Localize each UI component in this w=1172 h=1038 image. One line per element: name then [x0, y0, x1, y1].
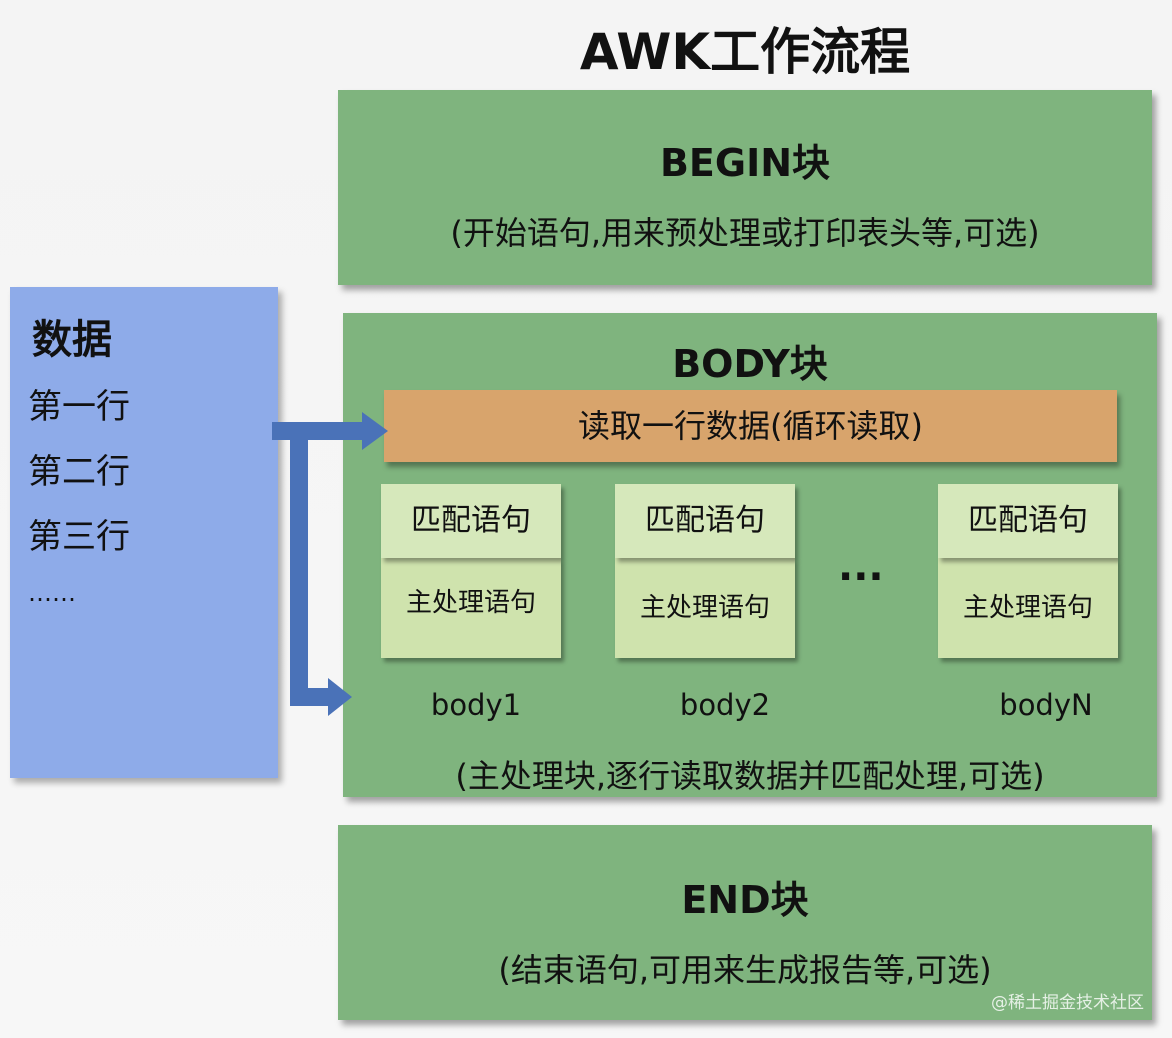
watermark: @稀土掘金技术社区: [991, 993, 1144, 1013]
end-heading: END块: [681, 878, 809, 922]
diagram-title: AWK工作流程: [579, 23, 911, 81]
arrow-vertical-shaft: [290, 431, 308, 706]
arrow-bottom-shaft: [290, 688, 330, 706]
data-row: ……: [28, 579, 76, 607]
body-heading: BODY块: [672, 342, 828, 386]
end-desc: (结束语句,可用来生成报告等,可选): [498, 951, 992, 989]
body1-box: 匹配语句 主处理语句: [381, 484, 561, 658]
read-line-box: 读取一行数据(循环读取): [384, 390, 1117, 462]
bodyN-label: bodyN: [999, 688, 1093, 722]
begin-block: BEGIN块 (开始语句,用来预处理或打印表头等,可选): [338, 90, 1152, 285]
body-desc: (主处理块,逐行读取数据并匹配处理,可选): [455, 757, 1045, 795]
body2-box: 匹配语句 主处理语句: [615, 484, 795, 658]
body2-label: body2: [679, 688, 771, 722]
body1-label: body1: [430, 688, 522, 722]
end-block: END块 (结束语句,可用来生成报告等,可选): [338, 825, 1152, 1020]
ellipsis: ···: [838, 554, 884, 600]
data-row: 第三行: [28, 517, 130, 557]
data-heading: 数据: [32, 317, 112, 363]
match-statement: 匹配语句: [615, 484, 795, 558]
data-block: 数据 第一行 第二行 第三行 ……: [10, 287, 278, 778]
data-row: 第二行: [28, 452, 130, 492]
arrow-bottom-head: [328, 678, 352, 716]
match-statement: 匹配语句: [938, 484, 1118, 558]
begin-desc: (开始语句,用来预处理或打印表头等,可选): [450, 214, 1040, 252]
main-statement: 主处理语句: [615, 558, 795, 658]
arrow-top-shaft: [272, 422, 364, 440]
begin-heading: BEGIN块: [659, 141, 831, 185]
bodyN-box: 匹配语句 主处理语句: [938, 484, 1118, 658]
match-statement: 匹配语句: [381, 484, 561, 558]
main-statement: 主处理语句: [381, 558, 561, 658]
data-row: 第一行: [28, 387, 130, 427]
main-statement: 主处理语句: [938, 558, 1118, 658]
arrow-top-head: [362, 412, 388, 450]
